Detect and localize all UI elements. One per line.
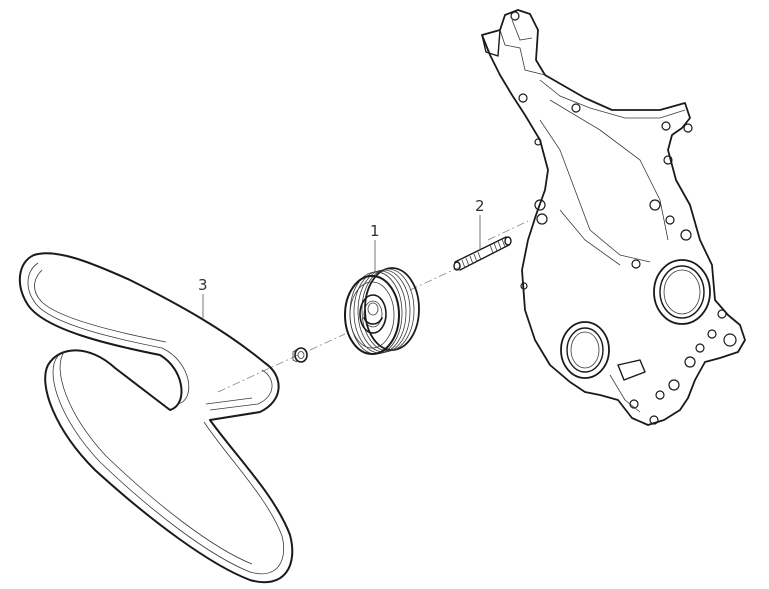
idler-pulley — [344, 267, 420, 355]
assembly-axis — [217, 220, 529, 393]
stud-bolt — [453, 236, 512, 271]
callout-3: 3 — [198, 276, 208, 318]
drive-belt — [18, 252, 294, 584]
svg-text:1: 1 — [370, 222, 380, 240]
cover-bolt-holes — [510, 11, 737, 425]
callout-1: 1 — [370, 222, 380, 272]
upper-seal — [653, 259, 711, 325]
svg-text:2: 2 — [475, 197, 485, 215]
spacer-washer — [292, 347, 308, 363]
front-engine-cover — [481, 9, 746, 426]
crankshaft-seal — [560, 321, 610, 379]
callout-2: 2 — [475, 197, 485, 250]
svg-text:3: 3 — [198, 276, 208, 294]
